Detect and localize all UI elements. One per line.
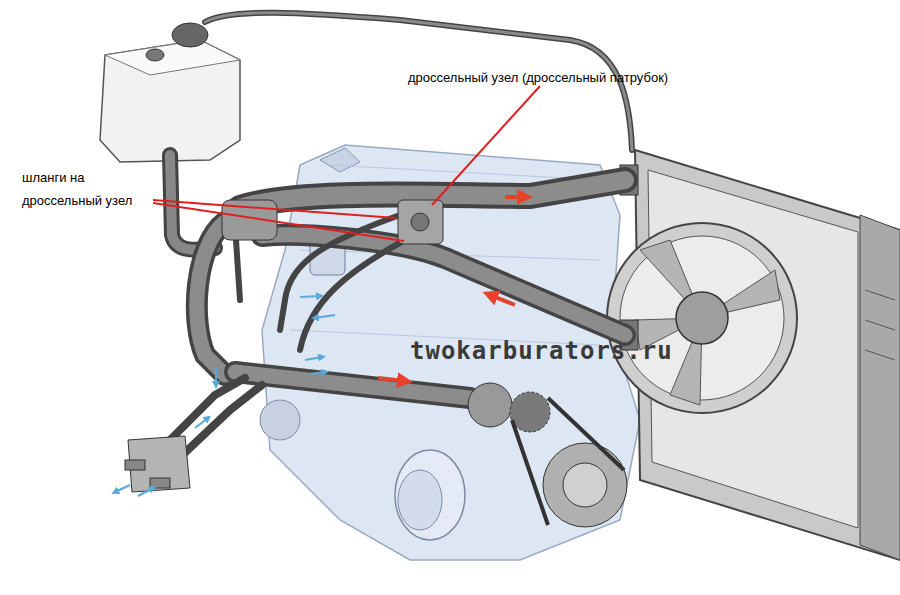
part-label-holder: дроссельный узел (дроссельный патрубок) xyxy=(408,68,768,88)
fittings xyxy=(125,200,443,492)
part-label-holder: шланги на дроссельный узел xyxy=(22,166,150,212)
watermark-holder: twokarburators.ru xyxy=(410,336,710,366)
watermark: twokarburators.ru xyxy=(410,336,710,366)
part-label: шланги на дроссельный узел xyxy=(22,166,150,212)
part-label: дроссельный узел (дроссельный патрубок) xyxy=(408,68,768,88)
expansion-tank xyxy=(100,23,240,162)
pump-and-pulleys xyxy=(468,383,627,527)
leader-lines xyxy=(153,86,540,241)
